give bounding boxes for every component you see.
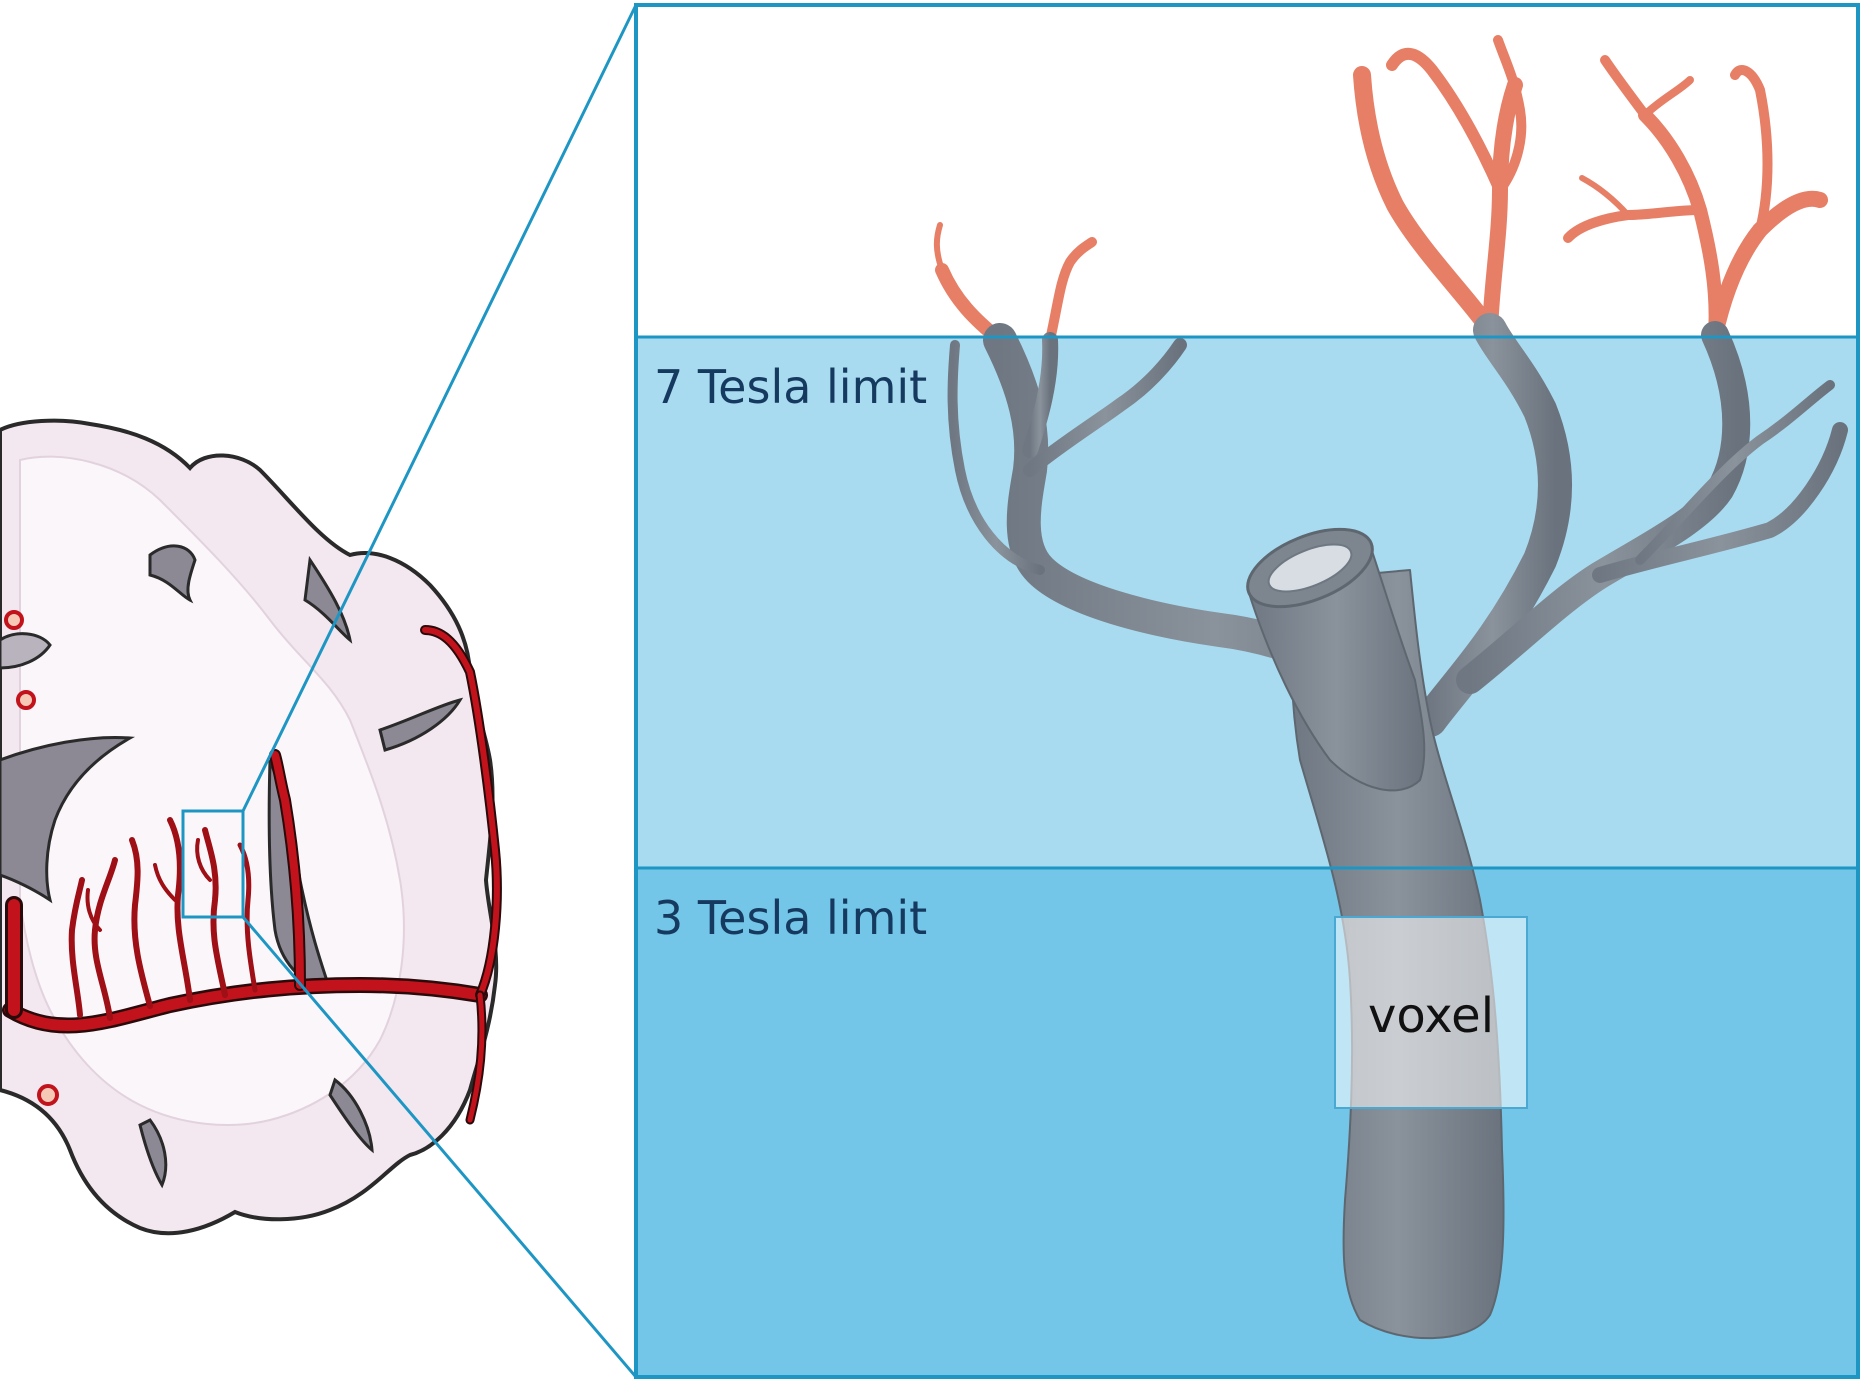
zone-3-tesla (636, 868, 1858, 1377)
sulcus (328, 1077, 374, 1154)
midline (0, 632, 52, 670)
vessel-lumen (1267, 543, 1353, 593)
label-3-tesla-limit: 3 Tesla limit (654, 891, 927, 945)
unresolved-branches (933, 35, 1828, 347)
zoom-source-box (181, 809, 245, 919)
sulcus (303, 555, 353, 644)
vessel-cross-sections (4, 610, 59, 1106)
panel-top-zone (636, 5, 1858, 337)
sulcus (148, 544, 197, 604)
voxel-box (1334, 916, 1528, 1109)
brain-section (0, 418, 502, 1236)
cerebral-arteries (2, 625, 502, 1125)
voxel: voxel (1334, 916, 1528, 1109)
panel-frame (634, 3, 1860, 1379)
sulcus (138, 1118, 168, 1189)
sulcus (378, 697, 464, 752)
label-7-tesla-limit: 7 Tesla limit (654, 360, 927, 414)
zone-7-tesla (636, 337, 1858, 868)
zoom-connectors (241, 4, 638, 1378)
magnified-panel: voxel 7 Tesla limit 3 Tesla limit (634, 3, 1860, 1379)
voxel-label: voxel (1368, 988, 1494, 1044)
ventricle (0, 736, 136, 904)
